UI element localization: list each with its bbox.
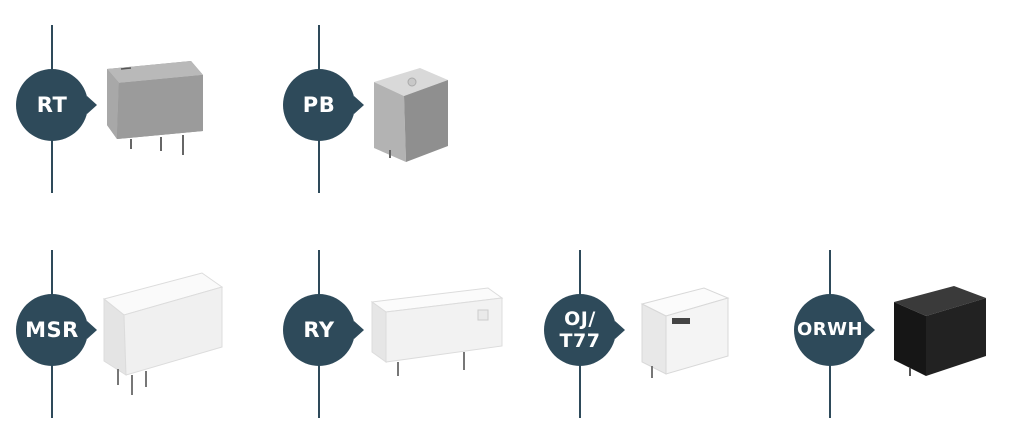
badge-msr[interactable]: MSR	[16, 294, 97, 366]
badge-label: RY	[303, 318, 335, 342]
badge-label: ORWH	[796, 319, 864, 340]
badge-label: RT	[36, 93, 68, 117]
badge-orwh[interactable]: ORWH	[794, 294, 875, 366]
relay-image-rt	[103, 55, 213, 161]
badge-pb[interactable]: PB	[283, 69, 364, 141]
relay-image-pb	[370, 62, 452, 166]
badge-ry[interactable]: RY	[283, 294, 364, 366]
badge-rt[interactable]: RT	[16, 69, 97, 141]
relay-image-orwh	[890, 280, 994, 380]
relay-image-msr	[98, 265, 228, 405]
badge-label: OJ/ T77	[559, 308, 601, 352]
relay-image-oj-t77	[638, 282, 734, 382]
badge-label: MSR	[25, 318, 79, 342]
badge-label: PB	[302, 93, 336, 117]
relay-image-ry	[368, 282, 508, 382]
badge-oj-t77[interactable]: OJ/ T77	[544, 294, 625, 366]
